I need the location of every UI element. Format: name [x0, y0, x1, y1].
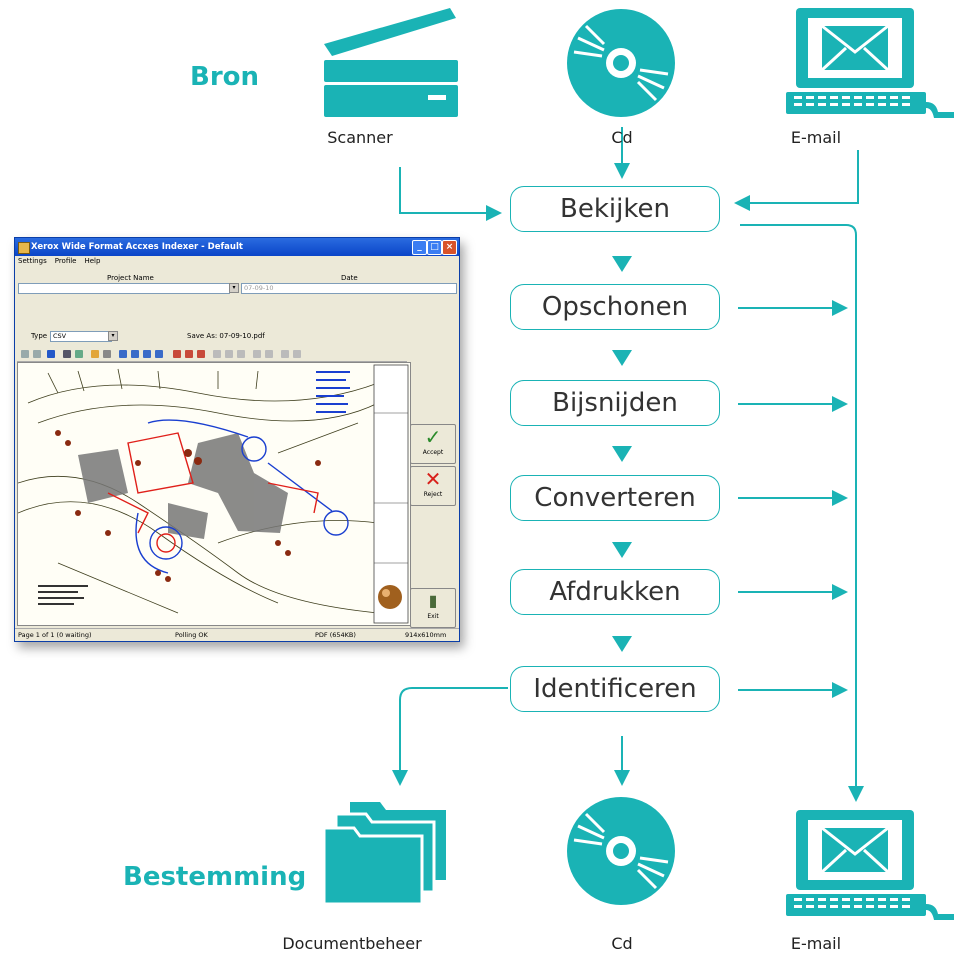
source-label: Bron — [190, 62, 260, 92]
undo-icon[interactable] — [47, 350, 55, 358]
tool-e-icon[interactable] — [265, 350, 273, 358]
menu-help[interactable]: Help — [84, 257, 101, 265]
close-button[interactable]: × — [442, 240, 457, 255]
cd-icon — [567, 9, 675, 117]
type-select[interactable]: CSV — [50, 331, 112, 342]
destination-label: Bestemming — [123, 862, 307, 892]
laptop-email-icon — [786, 810, 954, 920]
date-input[interactable]: 07-09-10 — [241, 283, 457, 294]
exit-button[interactable]: ▮ Exit — [410, 588, 456, 628]
menu-settings[interactable]: Settings — [18, 257, 47, 265]
tool-c-icon[interactable] — [237, 350, 245, 358]
reject-label: Reject — [423, 491, 443, 498]
drawing-preview — [17, 362, 411, 626]
maximize-button[interactable]: □ — [427, 240, 442, 255]
zoom-width-icon[interactable] — [155, 350, 163, 358]
zoom-out-icon[interactable] — [131, 350, 139, 358]
status-bar: Page 1 of 1 (0 waiting) Polling OK PDF (… — [15, 628, 459, 641]
step-bijsnijden: Bijsnijden — [510, 380, 720, 426]
rotate-left-icon[interactable] — [173, 350, 181, 358]
scanner-icon — [324, 8, 458, 117]
laptop-email-icon — [786, 8, 954, 118]
cross-icon: ✕ — [424, 467, 442, 491]
status-page: Page 1 of 1 (0 waiting) — [18, 631, 92, 639]
site-plan-drawing — [18, 363, 410, 625]
step-opschonen: Opschonen — [510, 284, 720, 330]
email-dest-caption: E-mail — [790, 934, 842, 953]
exit-door-icon: ▮ — [428, 591, 438, 610]
zoom-fit-icon[interactable] — [143, 350, 151, 358]
step-bekijken: Bekijken — [510, 186, 720, 232]
minimize-button[interactable]: _ — [412, 240, 427, 255]
cut-icon[interactable] — [63, 350, 71, 358]
toolbar — [17, 348, 407, 362]
print-icon[interactable] — [21, 350, 29, 358]
copy-icon[interactable] — [33, 350, 41, 358]
accept-button[interactable]: ✓ Accept — [410, 424, 456, 464]
accept-label: Accept — [422, 449, 444, 456]
rotate-right-icon[interactable] — [185, 350, 193, 358]
scanner-caption: Scanner — [327, 128, 393, 147]
indexer-window: Xerox Wide Format Accxes Indexer - Defau… — [14, 237, 460, 642]
step-identificeren: Identificeren — [510, 666, 720, 712]
tool-a-icon[interactable] — [213, 350, 221, 358]
step-afdrukken: Afdrukken — [510, 569, 720, 615]
email-caption: E-mail — [790, 128, 842, 147]
next-page-icon[interactable] — [293, 350, 301, 358]
prev-page-icon[interactable] — [281, 350, 289, 358]
status-polling: Polling OK — [175, 631, 208, 639]
date-label: Date — [341, 274, 358, 282]
mirror-icon[interactable] — [197, 350, 205, 358]
zoom-in-icon[interactable] — [119, 350, 127, 358]
exit-label: Exit — [427, 613, 439, 620]
paste-icon[interactable] — [75, 350, 83, 358]
cd-caption: Cd — [611, 128, 633, 147]
type-dropdown-button[interactable]: ▾ — [108, 331, 118, 341]
select-icon[interactable] — [103, 350, 111, 358]
status-dimensions: 914x610mm — [405, 631, 447, 639]
window-title: Xerox Wide Format Accxes Indexer - Defau… — [31, 242, 243, 252]
project-dropdown-button[interactable]: ▾ — [229, 283, 239, 293]
cd-dest-caption: Cd — [611, 934, 633, 953]
pan-icon[interactable] — [91, 350, 99, 358]
step-converteren: Converteren — [510, 475, 720, 521]
project-name-label: Project Name — [107, 274, 154, 282]
documentbeheer-caption: Documentbeheer — [282, 934, 422, 953]
app-icon — [18, 242, 30, 254]
tool-d-icon[interactable] — [253, 350, 261, 358]
project-name-input[interactable] — [18, 283, 230, 294]
checkmark-icon: ✓ — [424, 425, 442, 449]
type-label: Type — [31, 332, 48, 340]
reject-button[interactable]: ✕ Reject — [410, 466, 456, 506]
window-titlebar: Xerox Wide Format Accxes Indexer - Defau… — [15, 238, 459, 256]
tool-b-icon[interactable] — [225, 350, 233, 358]
save-as-label: Save As: 07-09-10.pdf — [187, 332, 265, 340]
status-file-size: PDF (654KB) — [315, 631, 356, 639]
menu-bar: Settings Profile Help — [15, 256, 459, 266]
cd-icon — [567, 797, 675, 905]
menu-profile[interactable]: Profile — [54, 257, 77, 265]
folders-icon — [322, 802, 446, 906]
